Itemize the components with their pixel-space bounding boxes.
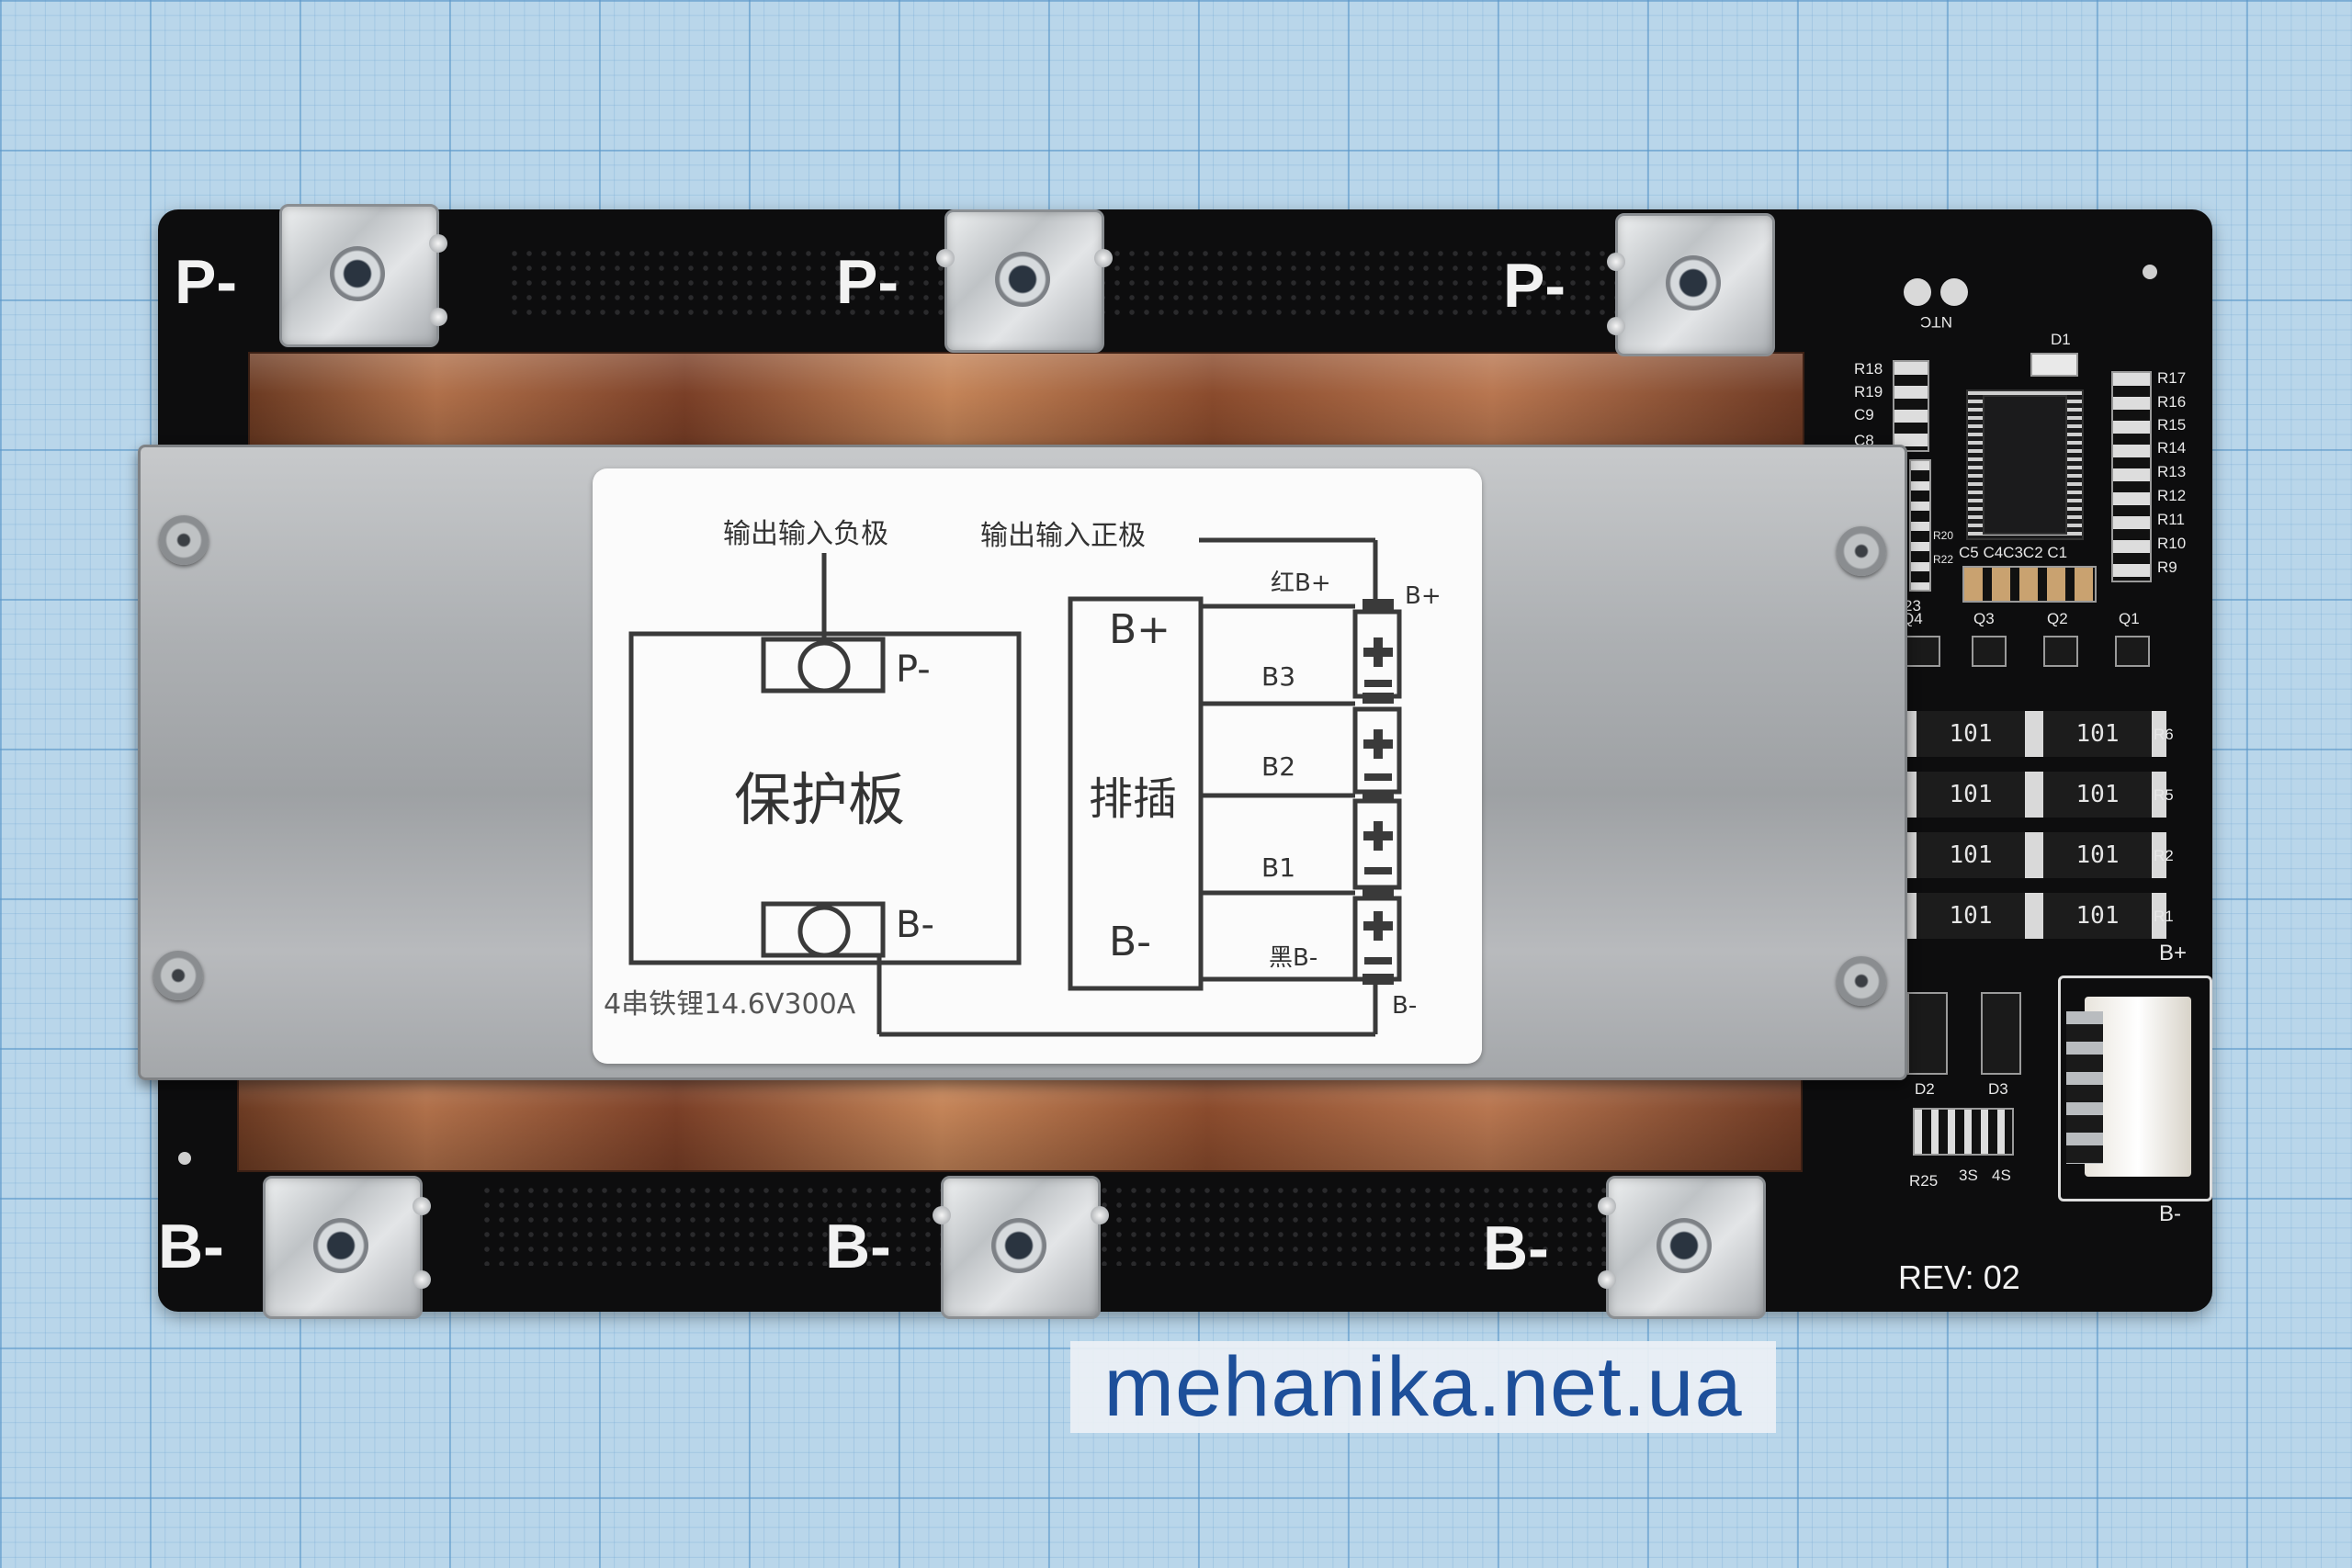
cover-screw-tl [159,515,209,565]
label-b2: B2 [1261,751,1296,782]
terminal-label-bottom-2: B- [825,1212,891,1281]
label-plug-bminus: B- [1109,919,1152,965]
label-bminus-end: B- [1392,992,1418,1020]
ref-r17: R17 [2157,369,2187,387]
connector-label-minus: B- [2159,1201,2181,1226]
wiring-label: 输出输入负极 输出输入正极 保护板 P- B- 排插 B+ B- 红B+ B+ … [593,468,1482,1064]
label-plug-bplus: B+ [1109,606,1171,653]
ref-c9: C9 [1854,406,1874,423]
diode-d3 [1981,992,2021,1075]
diode-d1 [2030,353,2078,377]
terminal-tab-bottom-2 [933,1176,1109,1319]
ref-r13: R13 [2157,463,2187,480]
small-parts-cluster [1913,1108,2014,1156]
terminal-tab-top-2 [936,209,1113,353]
smd-parts-column-left [1893,360,1929,452]
ref-23: 23 [1904,597,1921,615]
transistor-q2 [2043,636,2078,667]
ref-r5: R5 [2154,786,2174,804]
power-resistor: 101 [2029,772,2166,818]
board-revision: REV: 02 [1898,1258,2020,1296]
capacitor-row [1962,566,2097,603]
ref-r12: R12 [2157,487,2187,504]
label-b1: B1 [1261,852,1296,883]
label-d1: D1 [2051,331,2071,348]
ref-r22: R22 [1933,553,1954,566]
label-b3: B3 [1261,661,1296,692]
wiring-diagram [628,537,1402,1037]
ref-r20: R20 [1933,529,1954,542]
ref-r19: R19 [1854,383,1883,400]
diode-d2 [1907,992,1948,1075]
ref-3s: 3S [1959,1167,1978,1184]
ref-r6: R6 [2154,726,2174,743]
power-resistor: 101 [1902,711,2040,757]
terminal-tab-top-3 [1607,213,1775,356]
transistor-q4 [1905,636,1940,667]
cover-screw-bl [153,951,203,1000]
power-resistor: 101 [1902,772,2040,818]
terminal-label-top-1: P- [175,247,237,317]
power-resistor: 101 [2029,711,2166,757]
label-pos-io: 输出输入正极 [980,520,1146,552]
connector-label-plus: B+ [2159,941,2188,965]
ref-q3: Q3 [1973,610,1995,627]
ntc-thermistor [1904,278,1970,310]
label-board-name: 保护板 [734,766,906,833]
label-neg-io: 输出输入负极 [723,518,888,550]
ic-body [1983,395,2067,535]
ref-q2: Q2 [2047,610,2068,627]
ref-r14: R14 [2157,439,2187,457]
label-b-minus: B- [896,904,934,946]
label-p-minus: P- [896,649,931,691]
smd-resistor-column-right [2111,371,2152,582]
label-bplus: B+ [1405,582,1442,610]
ref-d3: D3 [1988,1080,2008,1098]
label-red-bplus: 红B+ [1271,570,1331,597]
board-mount-hole [178,1152,191,1165]
label-plug-block: 排插 [1089,773,1178,825]
copper-bus-top [248,352,1804,457]
terminal-label-bottom-1: B- [158,1212,224,1281]
ref-r9: R9 [2157,558,2177,576]
ref-r25: R25 [1909,1172,1939,1190]
terminal-label-top-2: P- [836,247,899,317]
terminal-label-top-3: P- [1503,251,1566,321]
terminal-label-bottom-3: B- [1483,1213,1549,1283]
ref-q1: Q1 [2119,610,2140,627]
watermark-text: mehanika.net.ua [1103,1339,1743,1434]
ref-r11: R11 [2157,511,2185,528]
cover-screw-br [1837,956,1886,1006]
cover-screw-tr [1837,526,1886,576]
terminal-tab-bottom-3 [1598,1176,1766,1319]
power-resistor: 101 [2029,893,2166,939]
power-resistor: 101 [2029,832,2166,878]
terminal-tab-bottom-1 [263,1176,431,1319]
ref-r16: R16 [2157,393,2187,411]
board-mount-hole [2143,265,2157,279]
power-resistor: 101 [1902,893,2040,939]
power-resistor: 101 [1902,832,2040,878]
transistor-q1 [2115,636,2150,667]
transistor-q3 [1972,636,2007,667]
ntc-label: NTC [1920,313,1952,331]
ref-r2: R2 [2154,847,2174,864]
ref-capacitors: C5 C4C3C2 C1 [1959,544,2068,561]
balance-connector [2058,976,2212,1201]
ref-d2: D2 [1915,1080,1935,1098]
terminal-tab-top-1 [279,204,447,347]
copper-bus-bottom [237,1066,1803,1172]
ref-r15: R15 [2157,416,2187,434]
label-spec: 4串铁锂14.6V300A [604,988,856,1021]
ref-4s: 4S [1992,1167,2011,1184]
smd-parts-column-left-lower [1909,459,1931,592]
watermark: mehanika.net.ua [1070,1339,1776,1434]
label-black-bminus: 黑B- [1269,944,1318,972]
ref-r1: R1 [2154,908,2174,925]
ref-r18: R18 [1854,360,1883,378]
ref-r10: R10 [2157,535,2187,552]
